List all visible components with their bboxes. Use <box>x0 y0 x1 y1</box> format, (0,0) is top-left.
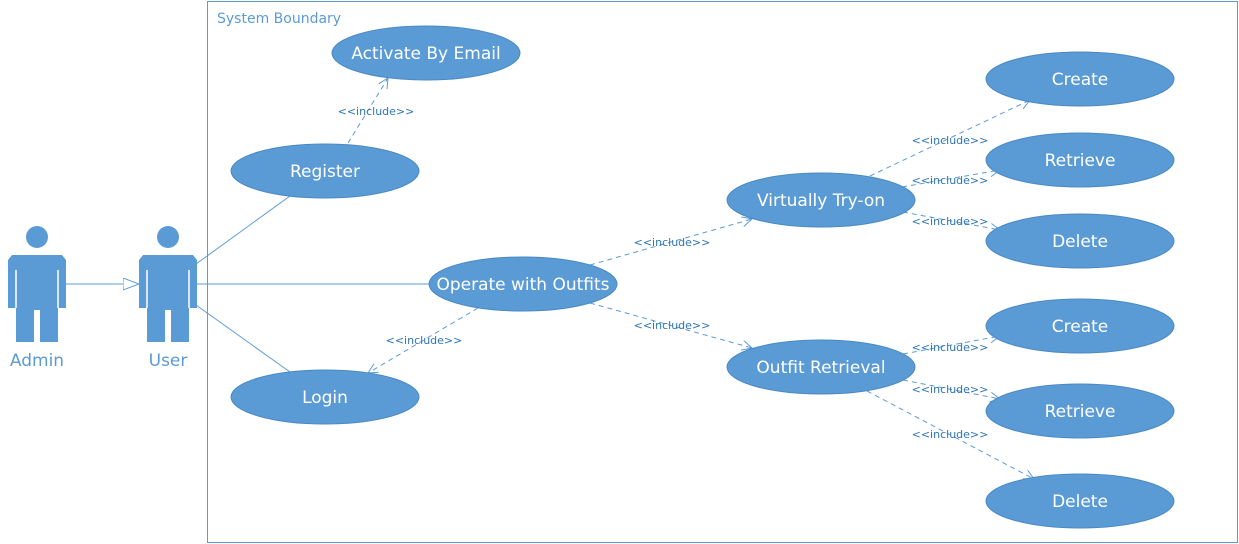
include-label: <<include>> <box>634 319 711 332</box>
use-case-label: Create <box>1052 70 1109 90</box>
use-case-label: Retrieve <box>1045 402 1116 422</box>
use-case-label: Register <box>290 162 360 182</box>
include-tryon-retrieve <box>901 170 1000 188</box>
admin-actor-icon[interactable] <box>8 226 66 342</box>
include-label: <<include>> <box>634 236 711 249</box>
use-case-outfit-retrieval[interactable]: Outfit Retrieval <box>726 339 916 395</box>
system-boundary <box>207 1 1238 543</box>
include-label: <<include>> <box>912 215 989 228</box>
include-label: <<include>> <box>338 105 415 118</box>
use-case-try-on-create[interactable]: Create <box>985 51 1175 107</box>
include-register-activate <box>347 78 388 144</box>
use-case-virtually-try-on[interactable]: Virtually Try-on <box>726 172 916 228</box>
user-actor-icon[interactable] <box>139 226 197 342</box>
include-label: <<include>> <box>912 174 989 187</box>
use-case-try-on-retrieve[interactable]: Retrieve <box>985 132 1175 188</box>
use-case-label: Virtually Try-on <box>757 191 885 211</box>
use-case-retrieval-delete[interactable]: Delete <box>985 473 1175 529</box>
use-case-activate-by-email[interactable]: Activate By Email <box>331 25 521 81</box>
include-operate-tryon <box>589 219 752 266</box>
include-label: <<include>> <box>912 134 989 147</box>
include-label: <<include>> <box>912 341 989 354</box>
use-case-retrieval-retrieve[interactable]: Retrieve <box>985 383 1175 439</box>
use-case-label: Delete <box>1052 232 1108 252</box>
association-user-login <box>195 304 291 373</box>
system-boundary-label: System Boundary <box>217 11 341 27</box>
use-case-label: Delete <box>1052 492 1108 512</box>
use-case-retrieval-create[interactable]: Create <box>985 298 1175 354</box>
include-label: <<include>> <box>912 383 989 396</box>
use-case-label: Operate with Outfits <box>436 275 609 295</box>
use-case-try-on-delete[interactable]: Delete <box>985 213 1175 269</box>
use-case-label: Retrieve <box>1045 151 1116 171</box>
use-case-login[interactable]: Login <box>230 369 420 425</box>
user-actor-label: User <box>149 351 188 371</box>
include-retrieval-retrieve <box>902 379 1000 399</box>
use-case-label: Login <box>302 388 348 408</box>
admin-actor-label: Admin <box>10 351 64 371</box>
use-case-register[interactable]: Register <box>230 143 420 199</box>
include-tryon-delete <box>902 211 1000 230</box>
use-case-label: Outfit Retrieval <box>756 358 885 378</box>
include-tryon-create <box>869 100 1030 177</box>
include-operate-login <box>368 307 479 373</box>
include-label: <<include>> <box>912 428 989 441</box>
include-retrieval-create <box>902 336 1000 355</box>
use-case-label: Activate By Email <box>351 44 500 64</box>
include-retrieval-delete <box>866 390 1034 479</box>
use-case-operate-with-outfits[interactable]: Operate with Outfits <box>428 256 618 312</box>
include-operate-retrieval <box>589 302 752 348</box>
association-user-register <box>195 195 291 265</box>
use-case-label: Create <box>1052 317 1109 337</box>
include-label: <<include>> <box>386 334 463 347</box>
